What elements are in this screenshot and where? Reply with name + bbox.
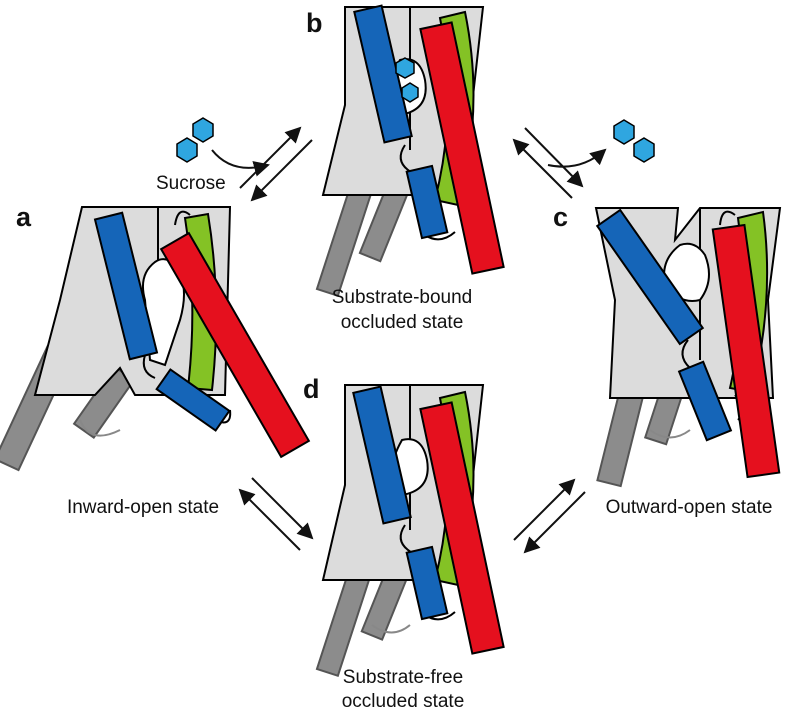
- sucrose-right: [613, 119, 655, 163]
- state-label-b-line1: Substrate-bound: [332, 287, 473, 308]
- arrow-a-to-d: [238, 477, 314, 551]
- state-label-a: Inward-open state: [67, 497, 219, 518]
- panel-c-transporter: [594, 207, 782, 488]
- loop: [371, 624, 411, 634]
- blue-helix: [595, 208, 705, 346]
- sucrose-hexagon: [192, 117, 214, 143]
- loop: [649, 429, 691, 439]
- blue-helix: [405, 545, 449, 621]
- blue-helix: [352, 385, 412, 525]
- state-label-d-line2: occluded state: [342, 691, 465, 712]
- state-label-b-line2: occluded state: [341, 312, 464, 333]
- loop: [142, 354, 156, 379]
- sucrose-hexagon: [613, 119, 635, 145]
- blue-helix: [93, 211, 159, 361]
- blue-helix: [677, 360, 733, 442]
- sucrose-label: Sucrose: [156, 173, 226, 194]
- panel-letter-a: a: [16, 202, 32, 232]
- panel-letter-c: c: [553, 202, 568, 232]
- sucrose-hexagon: [633, 137, 655, 163]
- panel-a-transporter: [0, 206, 311, 472]
- loop: [719, 210, 736, 226]
- blue-helix: [155, 368, 231, 432]
- state-label-d-line1: Substrate-free: [343, 667, 463, 688]
- sucrose-binding-arrow: [211, 149, 270, 177]
- arrow-a-to-b: [211, 126, 313, 202]
- panel-letter-b: b: [306, 8, 323, 38]
- sucrose-hexagon: [176, 137, 198, 163]
- panel-letter-d: d: [303, 374, 320, 404]
- state-label-c: Outward-open state: [606, 497, 773, 518]
- arrow-d-to-c: [513, 478, 586, 554]
- sucrose-hexagon: [401, 82, 419, 103]
- sucrose-left: [176, 117, 214, 163]
- loop: [79, 419, 121, 437]
- loop: [174, 210, 191, 226]
- arrow-b-to-c: [512, 127, 607, 199]
- sucrose-release-arrow: [547, 148, 607, 168]
- red-helix: [419, 401, 505, 655]
- sucrose-hexagon: [395, 57, 415, 79]
- red-helix: [159, 231, 311, 459]
- panel-d-transporter: [315, 384, 505, 678]
- loop: [681, 339, 691, 369]
- red-helix: [711, 223, 781, 479]
- panel-b-transporter: [315, 4, 505, 298]
- blue-helix: [405, 164, 449, 240]
- red-helix: [419, 21, 505, 275]
